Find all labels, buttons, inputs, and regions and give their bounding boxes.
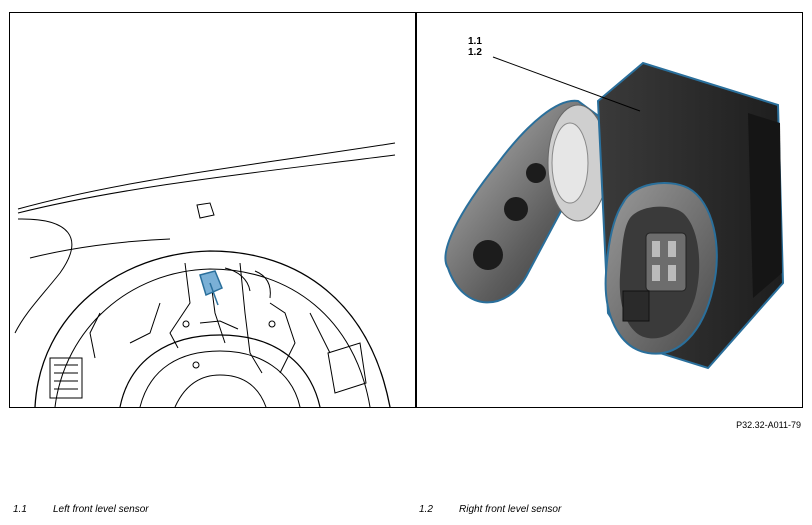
legend-item-1-1: 1.1 Left front level sensor — [13, 504, 149, 515]
figure-frame: 1.1 1.2 — [9, 12, 803, 408]
legend-text: Right front level sensor — [459, 504, 562, 515]
legend-number: 1.1 — [13, 504, 27, 515]
callout-label-1-1: 1.1 — [468, 36, 482, 47]
callout-label-1-2: 1.2 — [468, 47, 482, 58]
legend-text: Left front level sensor — [53, 504, 149, 515]
panel-divider — [415, 13, 417, 407]
legend-item-1-2: 1.2 Right front level sensor — [419, 504, 561, 515]
figure-reference-code: P32.32-A011-79 — [736, 420, 801, 430]
wheel-arch-line-art — [14, 142, 396, 407]
callout-leader-line — [492, 56, 641, 112]
highlighted-level-sensor — [199, 270, 223, 306]
level-sensor-illustration — [444, 56, 785, 370]
vehicle-location-drawing — [10, 13, 414, 407]
level-sensor-closeup: 1.1 1.2 — [418, 13, 802, 407]
legend-number: 1.2 — [419, 504, 433, 515]
